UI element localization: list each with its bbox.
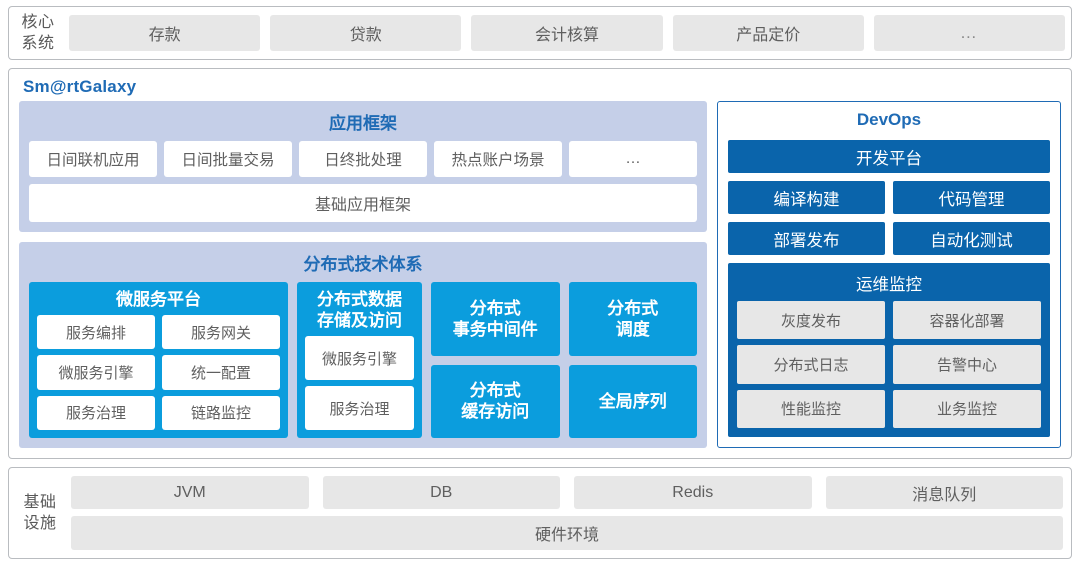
distributed-data-store-title-line-1: 分布式数据 bbox=[317, 290, 402, 309]
infrastructure-label-line-2: 设施 bbox=[23, 515, 57, 532]
distributed-transaction-middleware-title: 分布式 事务中间件 bbox=[453, 298, 538, 340]
ops-row: 分布式日志 告警中心 bbox=[737, 345, 1041, 384]
ds-item-service-governance[interactable]: 服务治理 bbox=[305, 386, 414, 430]
distributed-tech-columns: 微服务平台 服务编排 服务网关 微服务引擎 统一配置 bbox=[29, 282, 697, 438]
data-store-row: 服务治理 bbox=[305, 386, 414, 430]
infrastructure-label: 基础 设施 bbox=[17, 492, 63, 534]
core-system-label: 核心 系统 bbox=[15, 12, 61, 54]
devops-deploy-release[interactable]: 部署发布 bbox=[728, 222, 885, 255]
ms-item-microservice-engine[interactable]: 微服务引擎 bbox=[37, 355, 155, 390]
transaction-cache-column: 分布式 事务中间件 分布式 缓存访问 bbox=[431, 282, 560, 438]
infra-item-jvm[interactable]: JVM bbox=[71, 476, 309, 509]
distributed-scheduling-box[interactable]: 分布式 调度 bbox=[568, 282, 697, 356]
data-store-row: 微服务引擎 bbox=[305, 336, 414, 380]
global-sequence-title: 全局序列 bbox=[598, 391, 667, 411]
ops-row: 性能监控 业务监控 bbox=[737, 389, 1041, 428]
data-store-column: 分布式数据 存储及访问 微服务引擎 服务治理 bbox=[297, 282, 422, 438]
infra-item-redis[interactable]: Redis bbox=[574, 476, 812, 509]
devops-button-row: 编译构建 代码管理 bbox=[728, 181, 1050, 214]
ms-item-service-orchestration[interactable]: 服务编排 bbox=[37, 315, 155, 350]
core-system-items: 存款 贷款 会计核算 产品定价 … bbox=[69, 15, 1066, 51]
app-item-daytime-batch[interactable]: 日间批量交易 bbox=[164, 141, 292, 177]
smartgalaxy-left-column: 应用框架 日间联机应用 日间批量交易 日终批处理 热点账户场景 … 基础应用框架… bbox=[19, 101, 707, 448]
ds-item-microservice-engine[interactable]: 微服务引擎 bbox=[305, 336, 414, 380]
app-item-more[interactable]: … bbox=[569, 141, 697, 177]
distributed-transaction-middleware-box[interactable]: 分布式 事务中间件 bbox=[431, 282, 560, 356]
core-item-loan[interactable]: 贷款 bbox=[270, 15, 462, 51]
distributed-scheduling-title: 分布式 调度 bbox=[607, 298, 658, 340]
ops-item-gray-release[interactable]: 灰度发布 bbox=[737, 301, 885, 340]
ops-item-performance-monitoring[interactable]: 性能监控 bbox=[737, 389, 885, 428]
app-framework-base[interactable]: 基础应用框架 bbox=[29, 184, 697, 222]
devops-title: DevOps bbox=[856, 110, 922, 129]
ops-monitoring-items: 灰度发布 容器化部署 分布式日志 告警中心 性能监控 业务监控 bbox=[737, 301, 1041, 428]
devops-build[interactable]: 编译构建 bbox=[728, 181, 885, 214]
smartgalaxy-title: Sm@rtGalaxy bbox=[23, 77, 137, 96]
microservice-row: 微服务引擎 统一配置 bbox=[37, 355, 280, 390]
distributed-data-store-title-line-2: 存储及访问 bbox=[317, 311, 402, 330]
ops-monitoring-title: 运维监控 bbox=[856, 276, 922, 294]
dtm-title-line-2: 事务中间件 bbox=[452, 319, 538, 339]
dca-title-line-1: 分布式 bbox=[469, 381, 521, 401]
ms-item-service-governance[interactable]: 服务治理 bbox=[37, 395, 155, 430]
core-system-label-line-2: 系统 bbox=[21, 35, 55, 52]
ops-item-containerized-deployment[interactable]: 容器化部署 bbox=[893, 301, 1041, 340]
microservice-platform-box[interactable]: 微服务平台 服务编排 服务网关 微服务引擎 统一配置 bbox=[29, 282, 288, 438]
core-item-product-pricing[interactable]: 产品定价 bbox=[672, 15, 864, 51]
global-sequence-box[interactable]: 全局序列 bbox=[568, 364, 697, 438]
distributed-data-store-title: 分布式数据 存储及访问 bbox=[313, 282, 406, 336]
app-item-hot-account[interactable]: 热点账户场景 bbox=[434, 141, 562, 177]
app-framework-panel: 应用框架 日间联机应用 日间批量交易 日终批处理 热点账户场景 … 基础应用框架 bbox=[19, 101, 707, 232]
devops-automated-testing[interactable]: 自动化测试 bbox=[893, 222, 1050, 255]
devops-dev-platform[interactable]: 开发平台 bbox=[728, 140, 1050, 173]
infrastructure-body: JVM DB Redis 消息队列 硬件环境 bbox=[71, 476, 1063, 550]
infra-item-hardware-environment[interactable]: 硬件环境 bbox=[71, 516, 1063, 550]
ops-monitoring-panel: 运维监控 灰度发布 容器化部署 分布式日志 告警中心 性能监控 bbox=[728, 263, 1050, 437]
ms-item-unified-config[interactable]: 统一配置 bbox=[162, 355, 280, 390]
infrastructure-section: 基础 设施 JVM DB Redis 消息队列 硬件环境 bbox=[8, 467, 1072, 559]
dsch-title-line-1: 分布式 bbox=[607, 298, 659, 318]
microservice-platform-title: 微服务平台 bbox=[116, 290, 201, 309]
ms-item-link-monitoring[interactable]: 链路监控 bbox=[162, 395, 280, 430]
ops-row: 灰度发布 容器化部署 bbox=[737, 301, 1041, 340]
smartgalaxy-section: Sm@rtGalaxy 应用框架 日间联机应用 日间批量交易 日终批处理 热点账… bbox=[8, 68, 1072, 459]
infrastructure-items: JVM DB Redis 消息队列 bbox=[71, 476, 1063, 509]
devops-code-management[interactable]: 代码管理 bbox=[893, 181, 1050, 214]
devops-panel: DevOps 开发平台 编译构建 代码管理 部署发布 自动化测试 运维监控 bbox=[717, 101, 1061, 448]
distributed-data-store-box[interactable]: 分布式数据 存储及访问 微服务引擎 服务治理 bbox=[297, 282, 422, 438]
smartgalaxy-body: 应用框架 日间联机应用 日间批量交易 日终批处理 热点账户场景 … 基础应用框架… bbox=[19, 101, 1061, 448]
core-system-section: 核心 系统 存款 贷款 会计核算 产品定价 … bbox=[8, 6, 1072, 60]
dtm-title-line-1: 分布式 bbox=[469, 298, 521, 318]
infra-item-message-queue[interactable]: 消息队列 bbox=[825, 476, 1063, 509]
distributed-cache-access-box[interactable]: 分布式 缓存访问 bbox=[431, 364, 560, 438]
app-framework-title: 应用框架 bbox=[329, 114, 397, 133]
microservice-row: 服务治理 链路监控 bbox=[37, 395, 280, 430]
infra-item-db[interactable]: DB bbox=[322, 476, 560, 509]
infrastructure-label-line-1: 基础 bbox=[23, 494, 57, 511]
ops-item-business-monitoring[interactable]: 业务监控 bbox=[893, 389, 1041, 428]
devops-button-row: 部署发布 自动化测试 bbox=[728, 222, 1050, 255]
core-item-accounting[interactable]: 会计核算 bbox=[471, 15, 663, 51]
distributed-tech-panel: 分布式技术体系 微服务平台 服务编排 服务网关 bbox=[19, 242, 707, 448]
microservice-items: 服务编排 服务网关 微服务引擎 统一配置 服务治理 bbox=[29, 315, 288, 438]
ms-item-service-gateway[interactable]: 服务网关 bbox=[162, 315, 280, 350]
dsch-title-line-2: 调度 bbox=[615, 319, 650, 339]
ops-item-distributed-logging[interactable]: 分布式日志 bbox=[737, 345, 885, 384]
devops-column: DevOps 开发平台 编译构建 代码管理 部署发布 自动化测试 运维监控 bbox=[717, 101, 1061, 448]
data-store-items: 微服务引擎 服务治理 bbox=[297, 336, 422, 438]
core-system-label-line-1: 核心 bbox=[21, 14, 55, 31]
core-item-more[interactable]: … bbox=[873, 15, 1066, 51]
distributed-tech-title: 分布式技术体系 bbox=[303, 255, 423, 274]
scheduling-sequence-column: 分布式 调度 全局序列 bbox=[568, 282, 697, 438]
core-item-deposit[interactable]: 存款 bbox=[69, 15, 261, 51]
app-item-eod-batch[interactable]: 日终批处理 bbox=[299, 141, 427, 177]
microservice-column: 微服务平台 服务编排 服务网关 微服务引擎 统一配置 bbox=[29, 282, 288, 438]
microservice-row: 服务编排 服务网关 bbox=[37, 315, 280, 350]
app-item-daytime-online[interactable]: 日间联机应用 bbox=[29, 141, 157, 177]
dca-title-line-2: 缓存访问 bbox=[461, 402, 530, 422]
app-framework-items: 日间联机应用 日间批量交易 日终批处理 热点账户场景 … bbox=[29, 141, 697, 177]
ops-item-alert-center[interactable]: 告警中心 bbox=[893, 345, 1041, 384]
distributed-cache-access-title: 分布式 缓存访问 bbox=[461, 380, 529, 422]
